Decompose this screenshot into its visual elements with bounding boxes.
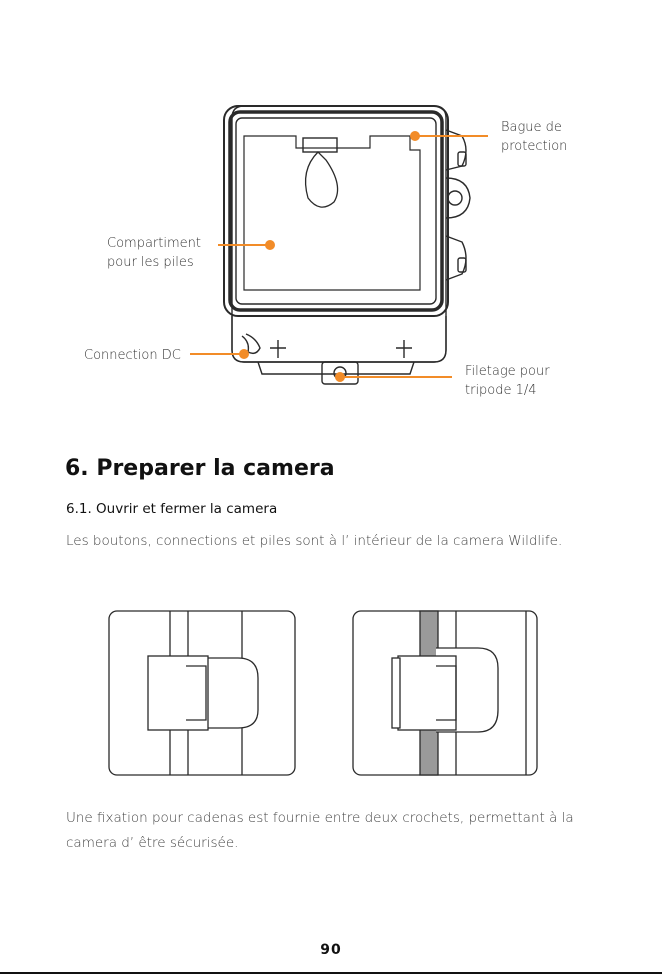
page-number: 90 [320,942,342,958]
callout-dot-compartiment [265,240,275,250]
callout-compartiment-line1: Compartiment [107,236,201,251]
latch-caption-line1: Une fixation pour cadenas est fournie en… [66,810,574,826]
callout-dot-filetage [335,372,345,382]
callout-bague-line1: Bague de [501,120,562,135]
section-subheading: 6.1. Ouvrir et fermer la camera [66,501,278,517]
callout-connection: Connection DC [84,346,181,365]
latch-caption: Une fixation pour cadenas est fournie en… [66,806,626,856]
latch-caption-line2: camera d’ être sécurisée. [66,835,239,851]
latch-padlock-illustration [352,610,538,776]
camera-back-diagram [190,105,488,385]
callout-filetage-line2: tripode 1/4 [465,383,537,398]
section-heading: 6. Preparer la camera [65,456,335,481]
callout-bague: Bague de protection [501,118,567,156]
callout-dot-bague [410,131,420,141]
callout-dot-connection [239,349,249,359]
callout-connection-text: Connection DC [84,348,181,363]
callout-compartiment-line2: pour les piles [107,255,194,270]
callout-bague-line2: protection [501,139,568,154]
latch-closed-illustration [108,610,296,776]
page-bottom-rule [0,972,662,974]
callout-filetage-line1: Filetage pour [465,364,550,379]
intro-paragraph: Les boutons, connections et piles sont à… [66,533,563,549]
callout-compartiment: Compartiment pour les piles [107,234,201,272]
callout-filetage: Filetage pour tripode 1/4 [465,362,550,400]
